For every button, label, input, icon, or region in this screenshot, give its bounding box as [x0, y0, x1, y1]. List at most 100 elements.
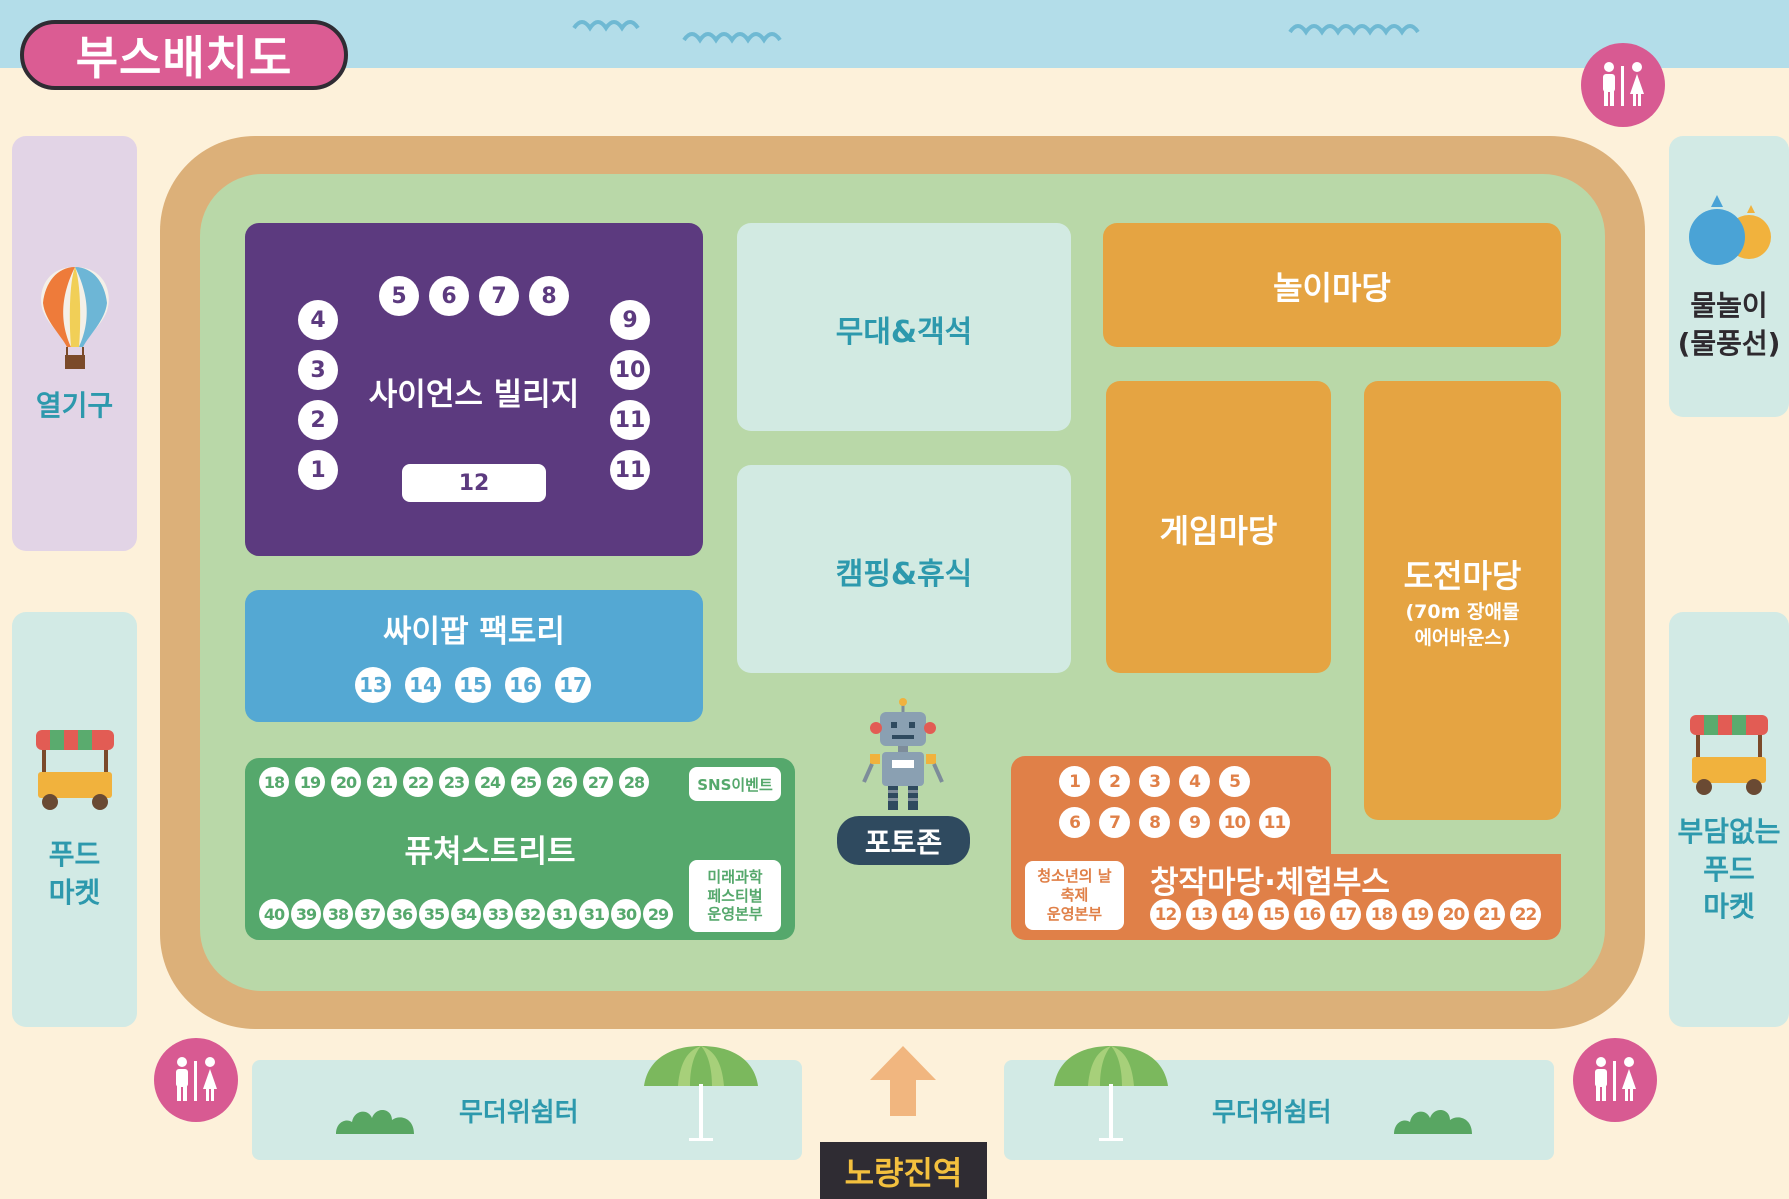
- booth-number[interactable]: 28: [619, 767, 649, 797]
- booth-number[interactable]: 17: [1330, 899, 1361, 930]
- booth-number[interactable]: 33: [483, 899, 513, 929]
- zone-play-yard[interactable]: 놀이마당: [1103, 223, 1561, 347]
- booth-number[interactable]: 8: [1139, 807, 1170, 838]
- booth-number[interactable]: 7: [479, 276, 519, 316]
- hot-air-balloon-panel[interactable]: 열기구: [12, 136, 137, 551]
- booth-number[interactable]: 39: [291, 899, 321, 929]
- booth-number[interactable]: 9: [610, 300, 650, 340]
- booth-number[interactable]: 5: [1219, 766, 1250, 797]
- booth-number[interactable]: 27: [583, 767, 613, 797]
- booth-number[interactable]: 32: [515, 899, 545, 929]
- booth-number[interactable]: 6: [1059, 807, 1090, 838]
- booth-number[interactable]: 21: [1474, 899, 1505, 930]
- booth-number[interactable]: 31: [579, 899, 609, 929]
- robot-icon: [862, 698, 944, 810]
- parasol-icon: [1054, 1046, 1168, 1141]
- restroom-figures: [1595, 1057, 1636, 1101]
- booth-number[interactable]: 31: [547, 899, 577, 929]
- booth-number[interactable]: 13: [1186, 899, 1217, 930]
- booth-number[interactable]: 37: [355, 899, 385, 929]
- challenge-sub-line1: (70m 장애물: [1405, 601, 1520, 623]
- booth-number[interactable]: 19: [295, 767, 325, 797]
- booth-number[interactable]: 10: [610, 350, 650, 390]
- food-cart-icon: [1690, 714, 1768, 795]
- booth-number[interactable]: 2: [1099, 766, 1130, 797]
- future-hq-line3: 운영본부: [707, 905, 763, 924]
- booth-number[interactable]: 25: [511, 767, 541, 797]
- booth-number[interactable]: 3: [298, 350, 338, 390]
- booth-number[interactable]: 6: [429, 276, 469, 316]
- booth-number[interactable]: 18: [259, 767, 289, 797]
- booth-number[interactable]: 36: [387, 899, 417, 929]
- water-play-panel[interactable]: 물놀이 (물풍선): [1669, 136, 1789, 417]
- future-festival-hq[interactable]: 미래과학 페스티벌 운영본부: [689, 860, 781, 932]
- booth-number[interactable]: 23: [439, 767, 469, 797]
- zone-game-yard[interactable]: 게임마당: [1106, 381, 1331, 673]
- booth-number[interactable]: 11: [610, 400, 650, 440]
- future-street-label: 퓨쳐스트리트: [404, 834, 576, 870]
- booth-number[interactable]: 15: [1258, 899, 1289, 930]
- food-market-right-panel[interactable]: 부담없는 푸드 마켓: [1669, 612, 1789, 1027]
- bush-icon: [1394, 1109, 1472, 1134]
- booth-number[interactable]: 15: [455, 667, 491, 703]
- booth-number[interactable]: 1: [1059, 766, 1090, 797]
- booth-number[interactable]: 35: [419, 899, 449, 929]
- booth-number[interactable]: 14: [1222, 899, 1253, 930]
- water-label-line2: (물풍선): [1677, 326, 1781, 360]
- booth-number[interactable]: 40: [259, 899, 289, 929]
- booth-number[interactable]: 29: [643, 899, 673, 929]
- food-market-left-panel[interactable]: 푸드 마켓: [12, 612, 137, 1027]
- restroom-icon[interactable]: [1573, 1038, 1657, 1122]
- booth-number[interactable]: 18: [1366, 899, 1397, 930]
- booth-number[interactable]: 7: [1099, 807, 1130, 838]
- station-label[interactable]: 노량진역: [820, 1142, 987, 1199]
- booth-number[interactable]: 26: [547, 767, 577, 797]
- booth-number[interactable]: 11: [610, 450, 650, 490]
- restroom-icon[interactable]: [154, 1038, 238, 1122]
- booth-number[interactable]: 3: [1139, 766, 1170, 797]
- booth-number[interactable]: 11: [1259, 807, 1290, 838]
- booth-number[interactable]: 34: [451, 899, 481, 929]
- zone-camping-rest[interactable]: 캠핑&휴식: [737, 465, 1071, 673]
- photo-zone-label[interactable]: 포토존: [837, 816, 970, 865]
- booth-number[interactable]: 20: [331, 767, 361, 797]
- wave-icon: [682, 32, 782, 44]
- zone-science-village[interactable]: 사이언스 빌리지 4 3 2 1 5 6 7 8 9 10 11 11 12: [245, 223, 703, 556]
- zone-stage-seating[interactable]: 무대&객석: [737, 223, 1071, 431]
- camping-label: 캠핑&휴식: [835, 557, 973, 592]
- creation-label: 창작마당·체험부스: [1150, 865, 1390, 901]
- booth-number[interactable]: 22: [403, 767, 433, 797]
- sns-event-booth[interactable]: SNS이벤트: [689, 767, 781, 801]
- booth-12-bar[interactable]: 12: [402, 464, 546, 502]
- booth-number[interactable]: 22: [1510, 899, 1541, 930]
- challenge-sub-line2: 에어바운스): [1414, 627, 1511, 649]
- booth-number[interactable]: 17: [555, 667, 591, 703]
- booth-number[interactable]: 38: [323, 899, 353, 929]
- booth-number[interactable]: 13: [355, 667, 391, 703]
- stage-label: 무대&객석: [835, 315, 973, 350]
- booth-number[interactable]: 19: [1402, 899, 1433, 930]
- booth-number[interactable]: 21: [367, 767, 397, 797]
- zone-challenge-yard[interactable]: 도전마당 (70m 장애물 에어바운스): [1364, 381, 1561, 820]
- arrow-up-icon: [870, 1046, 936, 1116]
- zone-future-street[interactable]: 퓨쳐스트리트 18 19 20 21 22 23 24 25 26 27 28 …: [245, 758, 795, 940]
- booth-number[interactable]: 30: [611, 899, 641, 929]
- booth-number[interactable]: 16: [505, 667, 541, 703]
- youth-day-hq[interactable]: 청소년의 날 축제 운영본부: [1025, 861, 1124, 930]
- booth-number[interactable]: 9: [1179, 807, 1210, 838]
- booth-number[interactable]: 16: [1294, 899, 1325, 930]
- booth-number[interactable]: 5: [379, 276, 419, 316]
- booth-number[interactable]: 8: [529, 276, 569, 316]
- booth-number[interactable]: 10: [1219, 807, 1250, 838]
- booth-number[interactable]: 1: [298, 450, 338, 490]
- booth-number[interactable]: 4: [1179, 766, 1210, 797]
- booth-number[interactable]: 4: [298, 300, 338, 340]
- booth-number[interactable]: 24: [475, 767, 505, 797]
- restroom-figures: [176, 1057, 217, 1101]
- booth-number[interactable]: 2: [298, 400, 338, 440]
- zone-cipop-factory[interactable]: 싸이팝 팩토리 13 14 15 16 17: [245, 590, 703, 722]
- booth-number[interactable]: 20: [1438, 899, 1469, 930]
- booth-number[interactable]: 12: [1150, 899, 1181, 930]
- booth-number[interactable]: 14: [405, 667, 441, 703]
- restroom-icon[interactable]: [1581, 43, 1665, 127]
